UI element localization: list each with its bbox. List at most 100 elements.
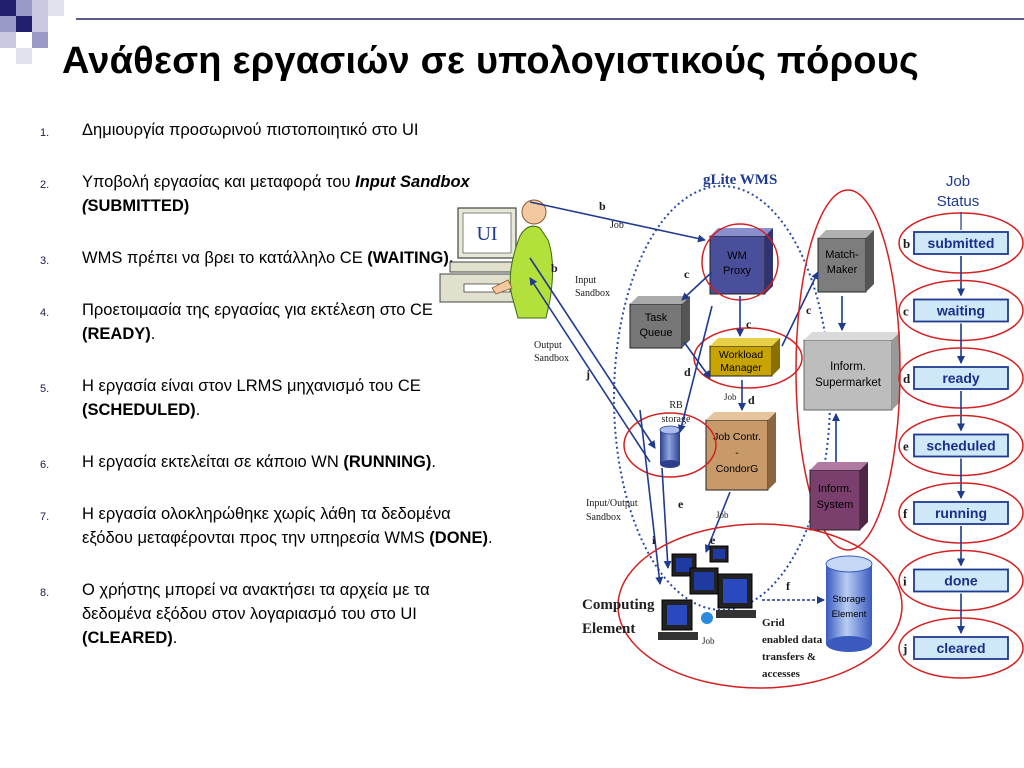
step-item: 2.Υποβολή εργασίας και μεταφορά του Inpu… xyxy=(40,170,495,218)
step-item: 4. Προετοιμασία της εργασίας για εκτέλεση… xyxy=(40,298,495,346)
job-label: Job xyxy=(610,220,624,231)
person-head-icon xyxy=(521,199,547,225)
step-number: 4. xyxy=(40,307,50,319)
step-number: 5. xyxy=(40,383,50,395)
arrow-c-to-taskqueue xyxy=(681,271,713,301)
arrow-c-to-matchmaker xyxy=(781,271,819,347)
step-text-segment: . xyxy=(431,453,436,471)
step-number: 3. xyxy=(40,255,50,267)
deco-square xyxy=(48,0,64,16)
job-controller-top xyxy=(706,412,776,420)
deco-square xyxy=(0,16,16,32)
status-label: running xyxy=(935,505,987,521)
status-side-label: c xyxy=(903,304,909,319)
step-text: Προετοιμασία της εργασίας για εκτέλεση σ… xyxy=(82,301,433,343)
inform-supermarket-top xyxy=(804,332,900,340)
status-box-cleared xyxy=(913,636,1009,660)
rb-storage-label-2: storage xyxy=(662,414,691,425)
match-maker-label-1: Match- xyxy=(825,249,859,261)
step-text-segment: SUBMITTED xyxy=(87,197,184,215)
match-maker-top xyxy=(818,230,874,238)
step-item: 8.Ο χρήστης μπορεί να ανακτήσει τα αρχεί… xyxy=(40,578,495,650)
arrow-label-d2: d xyxy=(748,393,755,407)
step-text-segment: (CLEARED) xyxy=(82,629,173,647)
step-text-segment: (READY) xyxy=(82,325,151,343)
step-text-segment: . xyxy=(172,629,178,647)
deco-square xyxy=(32,16,48,32)
storage-element-top xyxy=(825,555,873,573)
step-item: 5.Η εργασία είναι στον LRMS μηχανισμό το… xyxy=(40,374,495,422)
worker-nodes xyxy=(658,545,756,640)
status-label: cleared xyxy=(936,640,985,656)
step-text-segment: (DONE) xyxy=(429,529,488,547)
workload-manager-side xyxy=(772,338,780,376)
status-label: ready xyxy=(942,370,980,386)
step-text-segment: Δημιουργία προσωρινού πιστοποιητικό στο … xyxy=(82,121,419,139)
status-box-ready xyxy=(913,366,1009,390)
step-text-segment: Υποβολή εργασίας και μεταφορά του xyxy=(82,173,356,191)
arrow-e-jobcontr-ce xyxy=(704,491,731,553)
match-maker-side xyxy=(866,230,874,292)
job-status-title-2: Status xyxy=(937,193,980,210)
storage-element-label-2: Element xyxy=(832,609,867,620)
grid-transfers-label-1: Grid xyxy=(762,617,785,629)
arrow-label-b: b xyxy=(599,199,606,213)
wm-proxy-box xyxy=(709,235,766,295)
inform-system-top xyxy=(810,462,868,470)
computing-element-highlight-ring xyxy=(617,523,903,689)
glite-wms-label: gLite WMS xyxy=(703,172,777,188)
output-sandbox-label-2: Sandbox xyxy=(534,353,569,364)
inform-supermarket-side xyxy=(892,332,900,410)
deco-square xyxy=(16,0,32,16)
step-text-segment: Η εργασία εκτελείται σε κάποιο WN xyxy=(82,453,344,471)
status-label: waiting xyxy=(936,303,985,319)
step-text: Η εργασία εκτελείται σε κάποιο WN (RUNNI… xyxy=(82,453,436,471)
monitor-screen xyxy=(462,212,512,254)
match-maker-box xyxy=(817,237,867,293)
status-box-running xyxy=(913,501,1009,525)
task-queue-label-1: Task xyxy=(645,312,668,324)
io-sandbox-label-2: Sandbox xyxy=(586,512,621,523)
worker-node-base xyxy=(658,632,698,640)
inform-system-label-1: Inform. xyxy=(818,483,852,495)
step-text-segment: (RUNNING) xyxy=(343,453,432,471)
computing-element-label-1: Computing xyxy=(582,597,655,613)
wm-proxy-label-2: Proxy xyxy=(723,265,752,277)
deco-square xyxy=(0,0,16,16)
matchmaking-highlight-ring xyxy=(795,189,901,551)
arrow-proxy-rbstorage xyxy=(677,305,713,433)
step-number: 8. xyxy=(40,587,50,599)
slide-title: Ανάθεση εργασιών σε υπολογιστικούς πόρου… xyxy=(62,40,919,82)
status-label: done xyxy=(944,573,978,589)
step-text: Η εργασία ολοκληρώθηκε χωρίς λάθη τα δεδ… xyxy=(82,505,493,547)
arrow-label-b2: b xyxy=(551,261,558,275)
arrow-label-j: j xyxy=(585,367,590,381)
job-label-3: Job xyxy=(716,510,729,520)
arrow-label-e2: e xyxy=(710,533,716,547)
arrow-b-input-sandbox xyxy=(529,257,656,449)
inform-supermarket-label-1: Inform. xyxy=(830,361,866,373)
storage-element-cylinder xyxy=(826,564,872,644)
arrow-label-i: i xyxy=(652,533,656,547)
step-text: Υποβολή εργασίας και μεταφορά του Input … xyxy=(82,173,470,215)
worker-node-screen xyxy=(723,579,747,603)
workload-manager-label-2: Manager xyxy=(720,362,762,374)
storage-element-label-1: Storage xyxy=(832,594,865,605)
task-queue-top xyxy=(630,296,690,304)
step-text-segment: . xyxy=(487,529,493,547)
computing-element-label-2: Element xyxy=(582,621,635,637)
arrow-label-c1: c xyxy=(684,267,690,281)
storage-element-bottom xyxy=(826,636,872,652)
step-text: WMS πρέπει να βρει το κατάλληλο CE (WAIT… xyxy=(82,249,453,267)
step-item: 1.Δημιουργία προσωρινού πιστοποιητικό στ… xyxy=(40,118,495,142)
job-controller-side xyxy=(768,412,776,490)
wm-proxy-side xyxy=(765,228,773,294)
step-text: Δημιουργία προσωρινού πιστοποιητικό στο … xyxy=(82,121,418,139)
step-text-segment: Input Sandbox ( xyxy=(82,173,470,215)
inform-system-label-2: System xyxy=(817,499,854,511)
inform-system-side xyxy=(860,462,868,530)
job-status-column: submittedbwaitingcreadydschedulederunnin… xyxy=(898,212,1024,679)
arrow-label-e: e xyxy=(678,497,684,511)
step-number: 7. xyxy=(40,511,50,523)
